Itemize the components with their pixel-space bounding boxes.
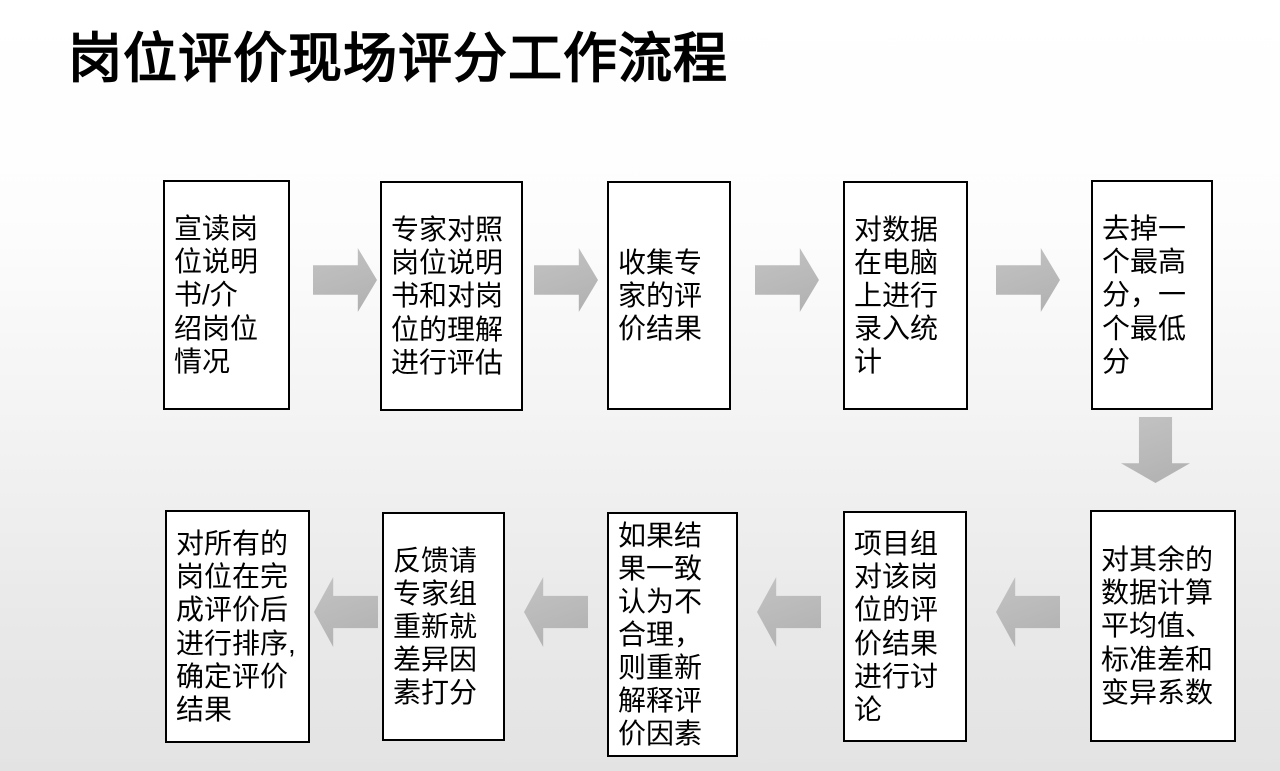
step-6-box: 对其余的 数据计算 平均值、 标准差和 变异系数 [1090, 510, 1236, 742]
step-3-label: 收集专 家的评 价结果 [618, 246, 703, 345]
step-2-box: 专家对照 岗位说明 书和对岗 位的理解 进行评估 [380, 181, 523, 411]
step-4-label: 对数据 在电脑 上进行 录入统 计 [854, 213, 939, 378]
step-10-label: 对所有的 岗位在完 成评价后 进行排序, 确定评价 结果 [176, 528, 296, 725]
step-5-label: 去掉一 个最高 分，一 个最低 分 [1102, 213, 1187, 377]
step-10-box: 对所有的 岗位在完 成评价后 进行排序, 确定评价 结果 [165, 510, 310, 743]
step-7-box: 项目组 对该岗 位的评 价结果 进行讨 论 [843, 511, 967, 742]
step-8-box: 如果结 果一致 认为不 合理， 则重新 解释评 价因素 [607, 512, 738, 757]
step-9-label: 反馈请 专家组 重新就 差异因 素打分 [393, 544, 478, 709]
step-3-box: 收集专 家的评 价结果 [607, 181, 731, 410]
arrow-step4-to-step5-icon [996, 248, 1060, 312]
arrow-step2-to-step3-icon [534, 248, 598, 312]
step-1-label: 宣读岗 位说明 书/介 绍岗位 情况 [174, 213, 259, 377]
step-7-label: 项目组 对该岗 位的评 价结果 进行讨 论 [854, 528, 939, 725]
step-9-box: 反馈请 专家组 重新就 差异因 素打分 [382, 512, 505, 741]
arrow-step8-to-step9-icon [524, 577, 588, 647]
page-title: 岗位评价现场评分工作流程 [68, 29, 728, 89]
arrow-step9-to-step10-icon [314, 577, 378, 647]
step-1-box: 宣读岗 位说明 书/介 绍岗位 情况 [163, 180, 290, 410]
arrow-step1-to-step2-icon [313, 248, 377, 312]
arrow-step5-to-step6-icon [1121, 417, 1190, 483]
arrow-step6-to-step7-icon [996, 577, 1060, 647]
arrow-step7-to-step8-icon [757, 577, 821, 647]
step-4-box: 对数据 在电脑 上进行 录入统 计 [843, 181, 968, 410]
step-2-label: 专家对照 岗位说明 书和对岗 位的理解 进行评估 [391, 214, 504, 378]
arrow-step3-to-step4-icon [755, 248, 819, 312]
step-6-label: 对其余的 数据计算 平均值、 标准差和 变异系数 [1101, 544, 1214, 708]
step-8-label: 如果结 果一致 认为不 合理， 则重新 解释评 价因素 [618, 519, 703, 750]
step-5-box: 去掉一 个最高 分，一 个最低 分 [1091, 180, 1213, 410]
